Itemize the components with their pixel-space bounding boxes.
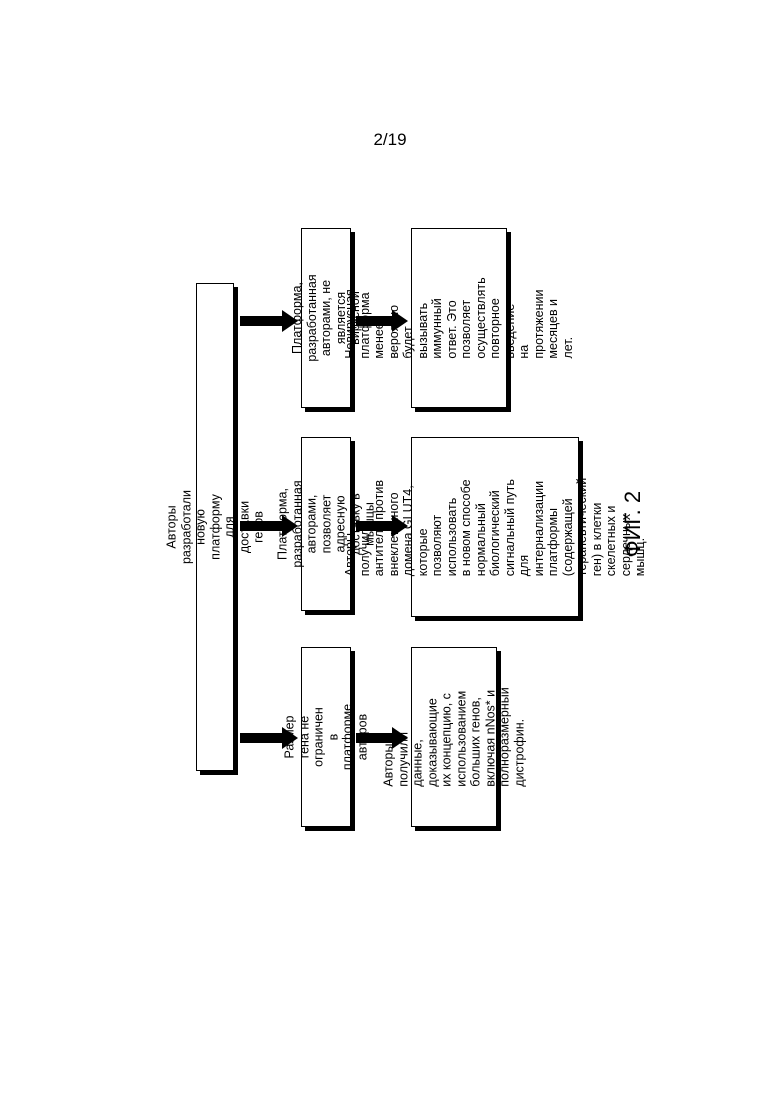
glut4-detail-box: Авторы получили антитела против внеклето… [411, 437, 579, 617]
page-number: 2/19 [0, 130, 780, 150]
gene-size-box: Размер гена не ограничен в платформе авт… [301, 647, 351, 827]
arrow-to-glut4-detail [356, 515, 408, 537]
large-genes-detail-box: Авторы получили данные, доказывающие их … [411, 647, 497, 827]
arrow-to-nonviral [240, 310, 298, 332]
arrow-to-nonviral-detail [356, 310, 408, 332]
nonviral-detail-box: Невирусная платформа менее вероятно буде… [411, 228, 507, 408]
arrow-to-targeted [240, 515, 298, 537]
arrow-to-large-genes-detail [356, 727, 408, 749]
main-box: Авторы разработали новую платформу для д… [196, 283, 234, 771]
arrow-to-gene-size [240, 727, 298, 749]
